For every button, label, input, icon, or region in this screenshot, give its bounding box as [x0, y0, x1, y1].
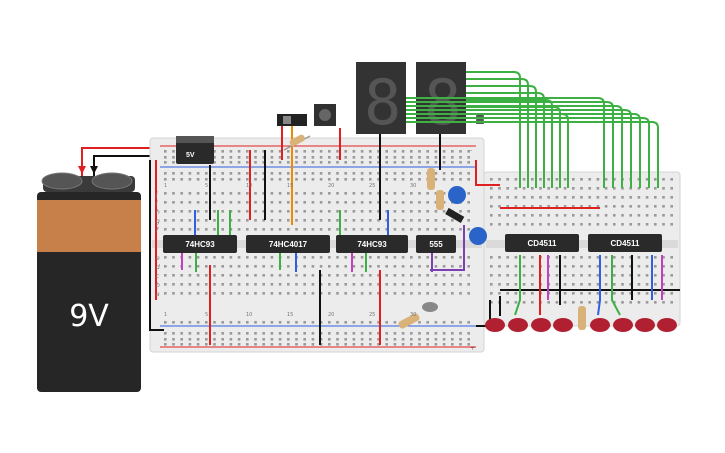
resistor-switch[interactable]: [283, 134, 311, 151]
resistor-right-board[interactable]: [578, 306, 586, 330]
bus-wire: [466, 106, 561, 188]
column-number: 20: [328, 312, 334, 318]
chip-cd4511-1[interactable]: CD4511: [505, 234, 579, 252]
battery[interactable]: 9V: [37, 172, 141, 392]
column-number: 1: [164, 312, 167, 318]
bus-wire: [406, 109, 632, 188]
bus-wire: [406, 113, 641, 188]
chip-555-label: 555: [429, 240, 443, 249]
column-number: 25: [369, 183, 375, 189]
column-number: 20: [328, 183, 334, 189]
battery-terminal-negative: [41, 172, 83, 190]
battery-red-arrow: [78, 166, 86, 174]
chip-74hc4017-label: 74HC4017: [269, 240, 308, 249]
row-letter: a: [156, 291, 160, 298]
column-number: 15: [287, 312, 293, 318]
resistor-555-top[interactable]: [427, 168, 435, 190]
row-letter: h: [156, 209, 160, 216]
voltage-regulator[interactable]: 5V: [176, 136, 214, 164]
resistor-555-mid[interactable]: [436, 190, 444, 210]
bus-wire: [406, 121, 659, 188]
column-number: 25: [369, 312, 375, 318]
column-number: 1: [164, 183, 167, 189]
row-letter: c: [156, 273, 160, 280]
row-letter: g: [156, 218, 160, 225]
main-board-wires: [149, 126, 500, 345]
battery-label: 9V: [69, 299, 109, 334]
row-letter: f: [156, 227, 159, 234]
display-bus-wires: [406, 71, 659, 188]
bus-wire: [466, 71, 521, 188]
column-number: 15: [287, 183, 293, 189]
led[interactable]: [635, 318, 655, 332]
regulator-label: 5V: [186, 152, 195, 159]
bus-wire: [466, 85, 537, 188]
column-number: 10: [246, 312, 252, 318]
bus-wire: [466, 78, 529, 188]
led[interactable]: [657, 318, 677, 332]
bus-wire: [406, 105, 623, 188]
row-letter: i: [156, 200, 158, 207]
rail-minus-label: -: [470, 147, 472, 154]
bus-wire: [406, 117, 650, 188]
led[interactable]: [613, 318, 633, 332]
row-letter: d: [156, 264, 160, 271]
led[interactable]: [508, 318, 528, 332]
bus-wire: [406, 101, 614, 188]
chip-74hc93-2[interactable]: 74HC93: [336, 235, 408, 253]
column-number: 10: [246, 183, 252, 189]
resistor-bottom[interactable]: [397, 312, 420, 329]
main-board-holes: [164, 150, 470, 346]
column-number: 5: [205, 312, 208, 318]
bus-wire: [406, 97, 605, 188]
led[interactable]: [553, 318, 573, 332]
row-letter: e: [156, 255, 160, 262]
diode[interactable]: [445, 207, 465, 223]
capacitor-timing[interactable]: [448, 186, 466, 204]
column-number: 30: [410, 312, 416, 318]
row-letter: b: [156, 282, 160, 289]
chip-74hc93-1[interactable]: 74HC93: [163, 235, 237, 253]
push-button[interactable]: [314, 104, 336, 126]
chip-74hc93-2-label: 74HC93: [357, 240, 387, 249]
chip-cd4511-2-label: CD4511: [611, 239, 640, 248]
column-number: 5: [205, 183, 208, 189]
right-board-holes: [490, 178, 673, 304]
chip-555[interactable]: 555: [416, 235, 456, 253]
led[interactable]: [531, 318, 551, 332]
capacitor-small[interactable]: [422, 302, 438, 312]
rail-plus-label: +: [470, 345, 475, 352]
led[interactable]: [590, 318, 610, 332]
chip-74hc93-1-label: 74HC93: [185, 240, 215, 249]
chip-74hc4017[interactable]: 74HC4017: [246, 235, 330, 253]
battery-black-arrow: [90, 166, 98, 174]
capacitor-output[interactable]: [469, 227, 487, 245]
led[interactable]: [485, 318, 505, 332]
column-number: 30: [410, 183, 416, 189]
chip-cd4511-2[interactable]: CD4511: [588, 234, 662, 252]
right-board-wires: [499, 207, 680, 316]
battery-terminal-positive: [91, 172, 133, 190]
led-row: [485, 318, 677, 332]
chip-cd4511-1-label: CD4511: [528, 239, 557, 248]
slide-switch[interactable]: [277, 114, 307, 126]
row-letter: j: [155, 191, 158, 198]
